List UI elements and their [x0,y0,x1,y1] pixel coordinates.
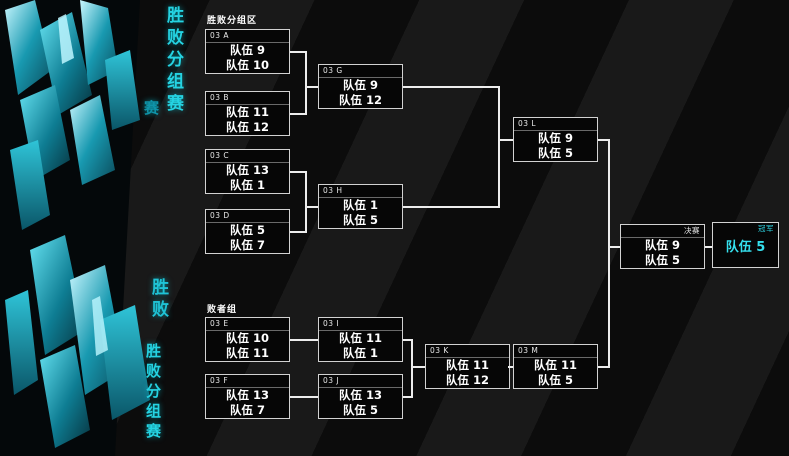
champion-team: 队伍 5 [725,240,766,255]
connector-line [305,206,318,208]
match-03E[interactable]: 03 E 队伍 10 队伍 11 [205,317,290,362]
connector-line [508,366,513,368]
team-name: 队伍 9 [229,43,265,57]
champion-label: 冠军 [758,224,774,233]
team-name: 队伍 12 [225,120,269,134]
team-name: 队伍 11 [338,331,382,345]
match-id: 03 L [514,118,597,131]
side-vertical-text: 胜败 [148,278,168,322]
side-vertical-text: 胜败分组赛 [163,6,183,116]
connector-line [411,366,425,368]
match-id: 03 K [426,345,509,358]
team-name: 队伍 5 [537,146,573,160]
connector-line [403,86,500,88]
team-name: 队伍 5 [229,223,265,237]
connector-line [598,366,610,368]
final-label: 决赛 [621,225,704,238]
connector-line [290,396,318,398]
connector-line [498,86,500,208]
connector-line [305,86,318,88]
match-id: 03 A [206,30,289,43]
connector-line [608,246,620,248]
match-id: 03 E [206,318,289,331]
match-id: 03 M [514,345,597,358]
team-name: 队伍 11 [445,358,489,372]
connector-line [290,339,318,341]
match-id: 03 B [206,92,289,105]
match-03G[interactable]: 03 G 队伍 9 队伍 12 [318,64,403,109]
connector-line [305,171,307,233]
crystal-artwork [0,0,150,456]
connector-line [411,339,413,398]
team-name: 队伍 13 [225,388,269,402]
match-id: 03 J [319,375,402,388]
team-name: 队伍 5 [342,403,378,417]
match-id: 03 H [319,185,402,198]
match-03A[interactable]: 03 A 队伍 9 队伍 10 [205,29,290,74]
connector-line [598,139,610,141]
connector-line [305,51,307,115]
winners-section-label: 胜败分组区 [207,16,258,26]
team-name: 队伍 10 [225,58,269,72]
connector-line [290,113,307,115]
team-name: 队伍 5 [537,373,573,387]
connector-line [403,339,413,341]
team-name: 队伍 1 [342,198,378,212]
connector-line [403,396,413,398]
team-name: 队伍 12 [445,373,489,387]
losers-section-label: 败者组 [207,305,238,315]
match-id: 03 C [206,150,289,163]
match-id: 03 D [206,210,289,223]
connector-line [290,51,307,53]
match-id: 03 G [319,65,402,78]
champion-box[interactable]: 冠军 队伍 5 [712,222,779,268]
connector-line [705,246,712,248]
side-vertical-text: 胜败分组赛 [144,343,162,443]
connector-line [608,139,610,368]
team-name: 队伍 9 [342,78,378,92]
match-03B[interactable]: 03 B 队伍 11 队伍 12 [205,91,290,136]
match-03C[interactable]: 03 C 队伍 13 队伍 1 [205,149,290,194]
team-name: 队伍 7 [229,403,265,417]
team-name: 队伍 1 [342,346,378,360]
team-name: 队伍 5 [342,213,378,227]
connector-line [290,171,307,173]
team-name: 队伍 10 [225,331,269,345]
team-name: 队伍 12 [338,93,382,107]
team-name: 队伍 11 [225,105,269,119]
team-name: 队伍 11 [533,358,577,372]
match-03D[interactable]: 03 D 队伍 5 队伍 7 [205,209,290,254]
team-name: 队伍 9 [537,131,573,145]
match-03J[interactable]: 03 J 队伍 13 队伍 5 [318,374,403,419]
match-final[interactable]: 决赛 队伍 9 队伍 5 [620,224,705,269]
match-03F[interactable]: 03 F 队伍 13 队伍 7 [205,374,290,419]
team-name: 队伍 11 [225,346,269,360]
connector-line [290,231,307,233]
match-03H[interactable]: 03 H 队伍 1 队伍 5 [318,184,403,229]
match-03L[interactable]: 03 L 队伍 9 队伍 5 [513,117,598,162]
match-id: 03 I [319,318,402,331]
team-name: 队伍 5 [644,253,680,267]
side-vertical-text: 赛 [142,100,160,120]
connector-line [403,206,500,208]
team-name: 队伍 7 [229,238,265,252]
match-03M[interactable]: 03 M 队伍 11 队伍 5 [513,344,598,389]
match-id: 03 F [206,375,289,388]
team-name: 队伍 9 [644,238,680,252]
team-name: 队伍 13 [225,163,269,177]
team-name: 队伍 13 [338,388,382,402]
connector-line [498,139,513,141]
match-03I[interactable]: 03 I 队伍 11 队伍 1 [318,317,403,362]
match-03K[interactable]: 03 K 队伍 11 队伍 12 [425,344,510,389]
team-name: 队伍 1 [229,178,265,192]
